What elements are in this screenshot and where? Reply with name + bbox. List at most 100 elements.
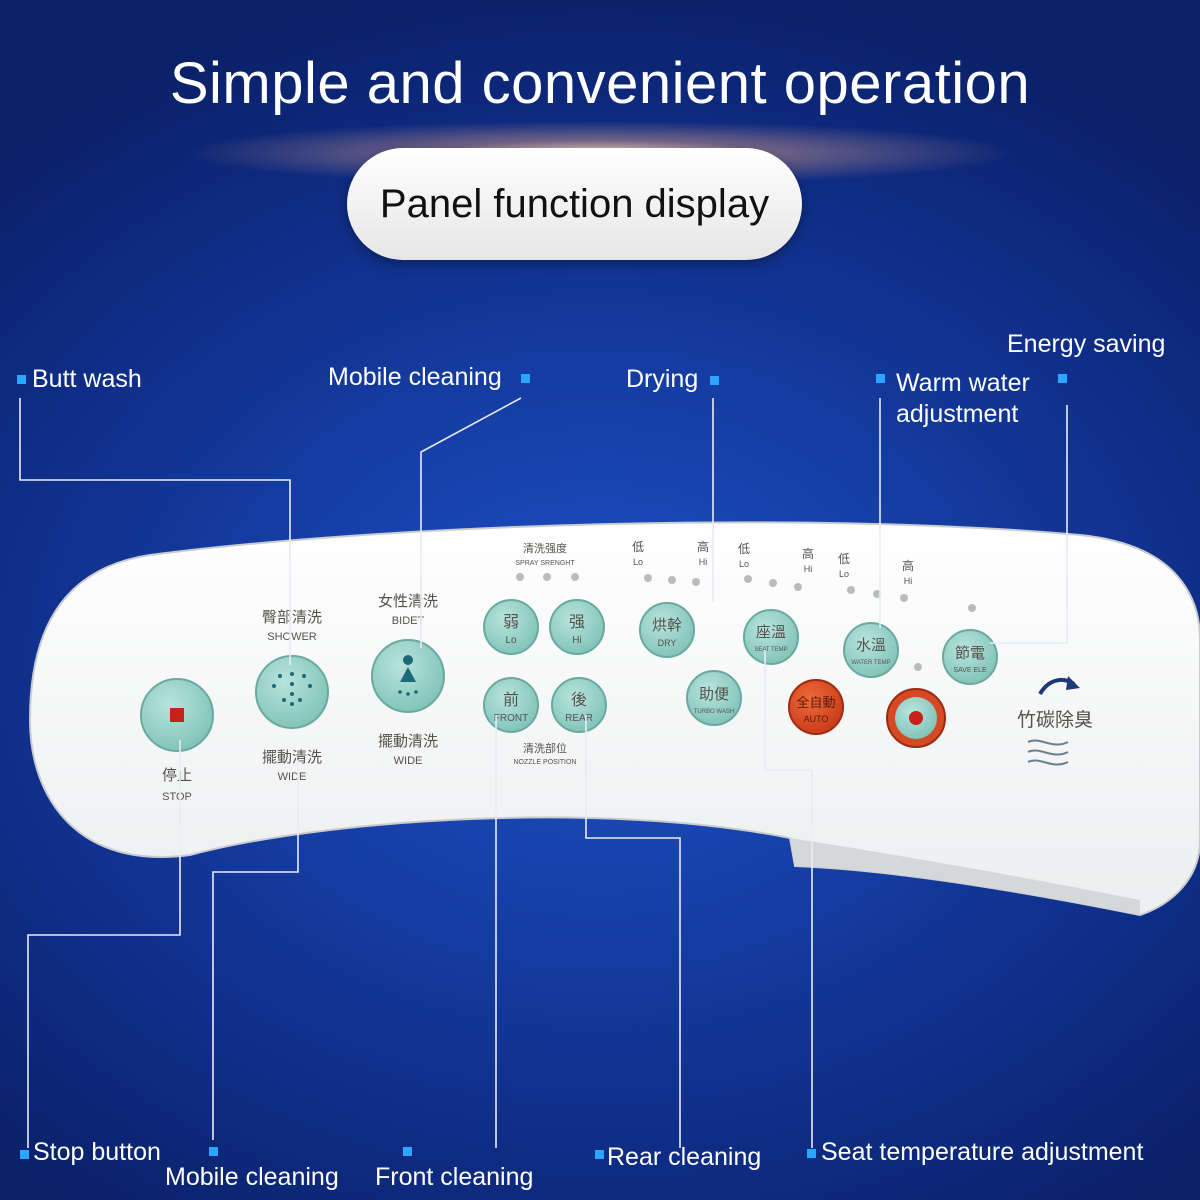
- seat-low-zh: 低: [738, 542, 750, 556]
- dry-low-en: Lo: [633, 557, 643, 567]
- seat-low-en: Lo: [739, 559, 749, 569]
- water-level-dot: [873, 590, 881, 598]
- auto-zh: 全自動: [796, 695, 835, 710]
- subtitle-text: Panel function display: [379, 181, 770, 226]
- dry-level-dot: [644, 574, 652, 582]
- bullet-icon: [876, 374, 885, 383]
- bullet-icon: [403, 1147, 412, 1156]
- save-indicator-dot: [968, 604, 976, 612]
- shower-zh: 臀部清洗: [262, 609, 322, 626]
- stop-en: STOP: [162, 791, 192, 803]
- water-low-zh: 低: [838, 552, 850, 566]
- front-zh: 前: [503, 691, 519, 709]
- rear-zh: 後: [571, 691, 587, 709]
- bidet-zh: 女性清洗: [378, 592, 438, 610]
- woman-icon: [398, 655, 418, 696]
- spray-lo-button[interactable]: [483, 599, 539, 655]
- wide1-zh: 擺動清洗: [262, 749, 322, 766]
- wide2-en: WIDE: [394, 755, 423, 767]
- leader-lines: [19, 397, 1068, 1148]
- water-en: WATER TEMP: [851, 660, 890, 666]
- callout-energy-saving: Energy saving: [1007, 330, 1166, 358]
- dry-level-dot: [668, 576, 676, 584]
- bullet-icon: [521, 374, 530, 383]
- seat-en: SEAT TEMP: [754, 647, 787, 653]
- wide2-zh: 擺動清洗: [378, 733, 438, 750]
- bullet-icon: [595, 1150, 604, 1159]
- callout-warm-water-2: adjustment: [896, 400, 1019, 428]
- rear-button[interactable]: [551, 677, 607, 733]
- bullet-icon: [209, 1147, 218, 1156]
- stop-square-icon: [170, 708, 184, 722]
- dry-zh: 烘幹: [652, 616, 682, 634]
- dry-level-dot: [692, 578, 700, 586]
- wide1-en: WIDE: [278, 771, 307, 783]
- callout-warm-water-1: Warm water: [896, 369, 1030, 397]
- bidet-en: BIDET: [392, 615, 425, 627]
- water-temp-button[interactable]: [843, 622, 899, 678]
- lo-en: Lo: [505, 635, 517, 646]
- seat-level-dot: [769, 579, 777, 587]
- front-button[interactable]: [483, 677, 539, 733]
- dry-button[interactable]: [639, 602, 695, 658]
- dry-high-zh: 高: [697, 539, 709, 554]
- hi-en: Hi: [572, 635, 581, 646]
- spray-level-dot: [543, 573, 551, 581]
- callout-front-cleaning: Front cleaning: [375, 1163, 534, 1191]
- nozzle-en: NOZZLE POSITION: [513, 759, 576, 766]
- water-low-en: Lo: [839, 569, 849, 579]
- bullet-icon: [1058, 374, 1067, 383]
- callout-mobile-cleaning-bottom: Mobile cleaning: [165, 1163, 339, 1191]
- water-high-zh: 高: [902, 558, 914, 573]
- bullet-icon: [710, 376, 719, 385]
- water-zh: 水溫: [856, 637, 886, 654]
- power-center-icon: [909, 711, 923, 725]
- rear-en: REAR: [565, 713, 593, 724]
- auto-en: AUTO: [804, 714, 829, 724]
- spray-en: SPRAY SRENGHT: [515, 560, 575, 567]
- nozzle-zh: 清洗部位: [523, 741, 567, 755]
- spray-level-dot: [571, 573, 579, 581]
- seat-high-zh: 高: [802, 546, 814, 561]
- deodor-label: 竹碳除臭: [1017, 709, 1093, 731]
- panel-body: [28, 521, 1200, 917]
- water-level-dot: [847, 586, 855, 594]
- seat-level-dot: [744, 575, 752, 583]
- seat-temp-button[interactable]: [743, 609, 799, 665]
- turbo-button[interactable]: [686, 670, 742, 726]
- callout-seat-temp: Seat temperature adjustment: [821, 1138, 1144, 1166]
- page-title: Simple and convenient operation: [169, 51, 1031, 116]
- spray-zh: 清洗强度: [523, 541, 567, 555]
- spray-level-dot: [516, 573, 524, 581]
- save-zh: 節電: [955, 644, 985, 662]
- shower-en: SHOWER: [267, 631, 317, 643]
- shower-spray-icon: [272, 672, 312, 706]
- bullet-icon: [807, 1149, 816, 1158]
- deodor-arrow-head: [1066, 676, 1080, 690]
- save-ele-button[interactable]: [942, 629, 998, 685]
- front-en: FRONT: [494, 713, 528, 724]
- water-level-dot: [900, 594, 908, 602]
- wave-icon: [1027, 739, 1069, 766]
- hi-zh: 强: [569, 614, 585, 631]
- water-high-en: Hi: [904, 576, 913, 586]
- bullet-icon: [17, 375, 26, 384]
- seat-level-dot: [794, 583, 802, 591]
- lo-zh: 弱: [503, 613, 519, 631]
- stop-zh: 停止: [162, 767, 192, 784]
- subtitle-pill: Panel function display: [347, 148, 802, 260]
- dry-low-zh: 低: [632, 540, 644, 554]
- callout-rear-cleaning: Rear cleaning: [607, 1143, 762, 1171]
- panel-rim: [790, 838, 1140, 915]
- spray-hi-button[interactable]: [549, 599, 605, 655]
- callout-mobile-cleaning-top: Mobile cleaning: [328, 363, 502, 391]
- save-en: SAVE ELE: [953, 667, 987, 674]
- dry-high-en: Hi: [699, 557, 708, 567]
- turbo-zh: 助便: [699, 686, 729, 703]
- seat-high-en: Hi: [804, 564, 813, 574]
- auto-button[interactable]: [788, 679, 844, 735]
- callout-stop-button: Stop button: [33, 1138, 161, 1166]
- dry-en: DRY: [658, 638, 677, 648]
- turbo-en: TURBO WASH: [694, 709, 734, 715]
